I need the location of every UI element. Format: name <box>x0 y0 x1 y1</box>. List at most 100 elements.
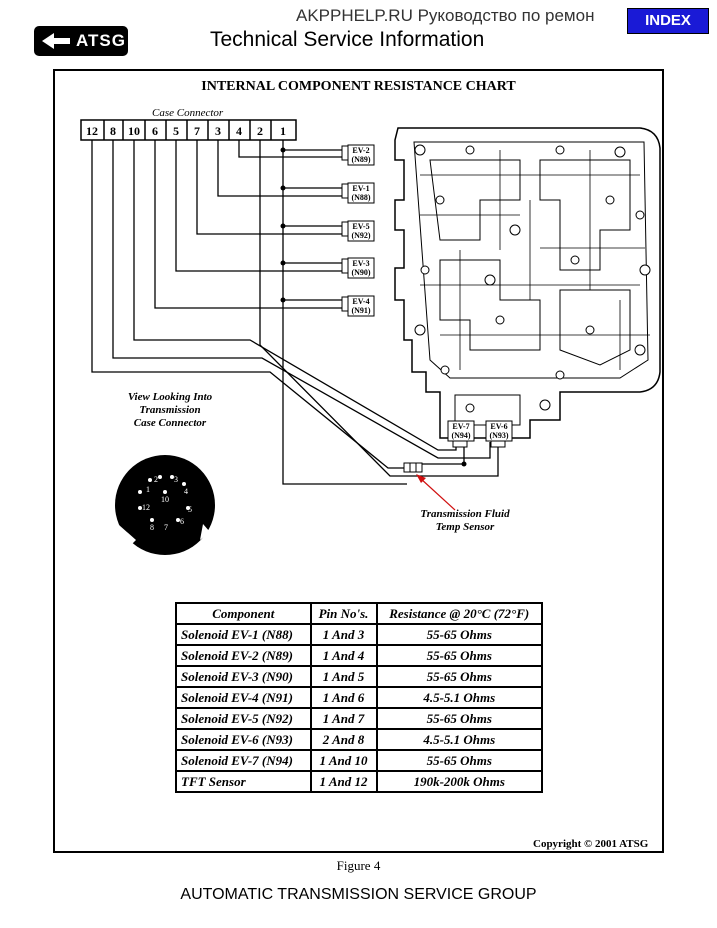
pin-label: 10 <box>128 124 140 138</box>
solenoid-connector: EV-5 (N92) <box>341 220 375 242</box>
arrow-logo-icon <box>42 33 70 49</box>
solenoid-code: (N94) <box>451 431 470 440</box>
valve-body-illustration <box>394 127 661 439</box>
solenoid-connector: EV-4 (N91) <box>341 295 375 317</box>
pin-label: 2 <box>257 124 263 138</box>
connector-pin-number: 12 <box>142 503 150 512</box>
wire-junctions <box>280 147 467 467</box>
footer-text: AUTOMATIC TRANSMISSION SERVICE GROUP <box>180 886 537 903</box>
table-cell: TFT Sensor <box>175 770 312 793</box>
solenoid-code: (N90) <box>351 268 370 277</box>
table-cell: 1 And 4 <box>309 644 378 667</box>
connector-pin-number: 6 <box>180 517 184 526</box>
table-cell: 1 And 6 <box>309 686 378 709</box>
solenoid-connector: EV-7 (N94) <box>447 420 475 448</box>
table-cell: Solenoid EV-5 (N92) <box>175 707 312 730</box>
copyright-text: Copyright © 2001 ATSG <box>533 838 649 850</box>
pin-label: 12 <box>86 124 98 138</box>
pin-label: 4 <box>236 124 242 138</box>
pin-label: 6 <box>152 124 158 138</box>
view-label: View Looking Into Transmission Case Conn… <box>115 391 225 430</box>
table-cell: 1 And 3 <box>309 623 378 646</box>
solenoid-code: (N92) <box>351 231 370 240</box>
pin-label: 3 <box>215 124 221 138</box>
connector-pin-number: 1 <box>146 485 150 494</box>
tft-label-line: Transmission Fluid <box>420 508 510 520</box>
table-cell: 2 And 8 <box>309 728 378 751</box>
solenoid-label: EV-4 <box>352 297 369 306</box>
table-cell: 4.5-5.1 Ohms <box>375 686 544 709</box>
table-cell: 1 And 12 <box>309 770 378 793</box>
connector-pin-number: 10 <box>161 495 169 504</box>
chart-title: INTERNAL COMPONENT RESISTANCE CHART <box>201 79 516 94</box>
table-header: Resistance @ 20°C (72°F) <box>375 602 544 625</box>
solenoid-label: EV-1 <box>352 184 369 193</box>
solenoid-connectors: EV-2 (N89) EV-1 (N88) EV-5 (N92) EV-3 (N… <box>341 144 513 448</box>
connector-pin-number: 7 <box>164 523 168 532</box>
table-cell: 55-65 Ohms <box>375 644 544 667</box>
table-cell: Solenoid EV-4 (N91) <box>175 686 312 709</box>
solenoid-code: (N88) <box>351 193 370 202</box>
resistance-table: Component Pin No's. Resistance @ 20°C (7… <box>175 602 544 793</box>
table-cell: Solenoid EV-7 (N94) <box>175 749 312 772</box>
table-cell: 1 And 5 <box>309 665 378 688</box>
table-cell: Solenoid EV-2 (N89) <box>175 644 312 667</box>
logo-text: ATSG <box>76 31 126 50</box>
view-label-line: Transmission <box>139 404 201 416</box>
solenoid-connector: EV-2 (N89) <box>341 144 375 166</box>
watermark-text: AKPPHELP.RU Руководство по ремон <box>296 6 595 25</box>
tft-label-line: Temp Sensor <box>435 521 495 533</box>
index-button[interactable]: INDEX <box>627 8 709 34</box>
diagram-frame: INTERNAL COMPONENT RESISTANCE CHART Case… <box>53 69 664 853</box>
connector-pin-number: 8 <box>150 523 154 532</box>
table-header: Pin No's. <box>309 602 378 625</box>
solenoid-connector: EV-3 (N90) <box>341 257 375 279</box>
solenoid-label: EV-5 <box>352 222 369 231</box>
table-cell: 1 And 10 <box>309 749 378 772</box>
table-cell: 55-65 Ohms <box>375 623 544 646</box>
table-header: Component <box>175 602 312 625</box>
view-label-line: Case Connector <box>133 417 207 429</box>
view-label-line: View Looking Into <box>127 391 213 403</box>
case-connector-box: 12 8 10 6 5 7 3 4 2 1 <box>80 119 297 141</box>
table-header-row: Component Pin No's. Resistance @ 20°C (7… <box>175 602 544 625</box>
atsg-logo: ATSG <box>34 26 128 56</box>
table-cell: 190k-200k Ohms <box>375 770 544 793</box>
wiring <box>91 140 499 485</box>
table-cell: 1 And 7 <box>309 707 378 730</box>
tft-sensor-label: Transmission Fluid Temp Sensor <box>400 508 530 534</box>
solenoid-label: EV-2 <box>352 146 369 155</box>
solenoid-connector: EV-1 (N88) <box>341 182 375 204</box>
connector-pin-number: 2 <box>154 475 158 484</box>
solenoid-code: (N89) <box>351 155 370 164</box>
solenoid-label: EV-6 <box>490 422 507 431</box>
table-cell: 55-65 Ohms <box>375 749 544 772</box>
pointer-arrow <box>416 474 456 511</box>
pin-label: 5 <box>173 124 179 138</box>
table-cell: Solenoid EV-1 (N88) <box>175 623 312 646</box>
pin-label: 7 <box>194 124 200 138</box>
table-cell: Solenoid EV-3 (N90) <box>175 665 312 688</box>
figure-caption: Figure 4 <box>336 858 381 873</box>
connector-pin-number: 4 <box>184 487 188 496</box>
table-cell: 55-65 Ohms <box>375 665 544 688</box>
pin-label: 1 <box>280 124 286 138</box>
table-cell: Solenoid EV-6 (N93) <box>175 728 312 751</box>
round-connector: 1 2 3 4 5 6 7 8 10 12 <box>115 455 215 555</box>
solenoid-code: (N93) <box>489 431 508 440</box>
table-cell: 4.5-5.1 Ohms <box>375 728 544 751</box>
solenoid-code: (N91) <box>351 306 370 315</box>
case-connector-label: Case Connector <box>152 107 224 119</box>
pin-label: 8 <box>110 124 116 138</box>
connector-pin-number: 3 <box>174 475 178 484</box>
page-title: Technical Service Information <box>210 28 485 51</box>
